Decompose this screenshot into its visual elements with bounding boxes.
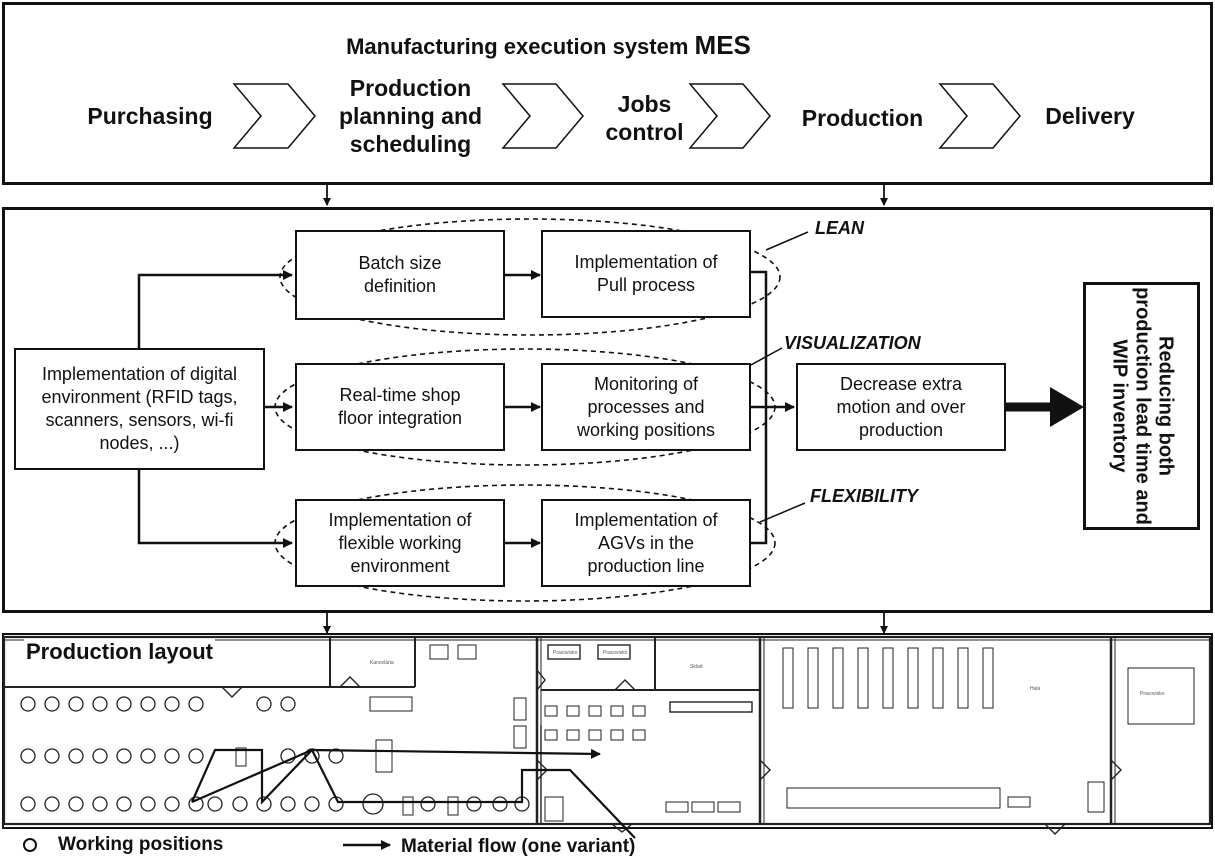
material-flow-path-2 xyxy=(191,748,601,804)
working-positions xyxy=(20,696,530,815)
stage-purchasing: Purchasing xyxy=(87,103,213,129)
working-position xyxy=(232,796,248,812)
flexible-env-box: Implementation of flexible working envir… xyxy=(295,499,505,587)
svg-text:Pracovisko: Pracovisko xyxy=(1140,691,1165,697)
working-position xyxy=(116,748,132,764)
stage-production: Production xyxy=(801,105,924,131)
result-box: Reducing both production lead time and W… xyxy=(1083,282,1200,530)
working-position xyxy=(68,748,84,764)
flexibility-label: FLEXIBILITY xyxy=(810,486,918,506)
stage-planning: Production planning and scheduling xyxy=(338,75,483,157)
flexibility-leader xyxy=(759,502,806,523)
realtime-box: Real-time shop floor integration xyxy=(295,363,505,451)
pull-process-box: Implementation of Pull process xyxy=(541,230,751,318)
chevron-2 xyxy=(501,83,584,149)
working-position xyxy=(44,796,60,812)
working-position xyxy=(362,793,384,815)
batch-size-box: Batch size definition xyxy=(295,230,505,320)
svg-text:Kancelária: Kancelária xyxy=(370,660,394,666)
working-position xyxy=(492,796,508,812)
working-position xyxy=(92,748,108,764)
floor-plan: Pracovisko Pracovisko Pracovisko Hala Ka… xyxy=(2,635,1212,835)
monitoring-box: Monitoring of processes and working posi… xyxy=(541,363,751,451)
arrow-env-to-flexible xyxy=(137,470,293,548)
working-position xyxy=(20,696,36,712)
working-position xyxy=(44,748,60,764)
working-position xyxy=(164,748,180,764)
legend-circle-icon xyxy=(23,838,37,852)
chevron-3 xyxy=(688,83,771,149)
agv-box: Implementation of AGVs in the production… xyxy=(541,499,751,587)
working-position xyxy=(116,796,132,812)
svg-text:Hala: Hala xyxy=(1030,686,1041,692)
chevron-1 xyxy=(232,83,316,149)
working-position xyxy=(420,796,436,812)
lean-ellipse xyxy=(279,218,781,336)
working-position xyxy=(328,748,344,764)
working-position xyxy=(280,796,296,812)
working-position xyxy=(92,796,108,812)
working-position xyxy=(466,796,482,812)
lean-label: LEAN xyxy=(815,218,864,238)
svg-text:Pracovisko: Pracovisko xyxy=(603,650,628,656)
working-position xyxy=(188,748,204,764)
arrow-env-to-batch xyxy=(137,270,293,348)
stage-delivery: Delivery xyxy=(1045,103,1135,129)
working-position xyxy=(256,696,272,712)
mes-frame xyxy=(2,2,1213,185)
working-position xyxy=(304,796,320,812)
working-position xyxy=(68,696,84,712)
working-position xyxy=(116,696,132,712)
chevron-4 xyxy=(938,83,1021,149)
working-position xyxy=(92,696,108,712)
working-position xyxy=(140,696,156,712)
decrease-box: Decrease extra motion and over productio… xyxy=(796,363,1006,451)
working-position xyxy=(20,796,36,812)
working-position xyxy=(164,696,180,712)
svg-text:Sklad: Sklad xyxy=(690,664,703,670)
mes-title: Manufacturing execution system MES xyxy=(346,30,751,60)
digital-environment-box: Implementation of digital environment (R… xyxy=(14,348,265,470)
visualization-label: VISUALIZATION xyxy=(784,333,921,353)
legend-working-positions: Working positions xyxy=(58,834,224,855)
working-position xyxy=(207,796,223,812)
production-layout-frame xyxy=(2,633,1213,829)
working-position xyxy=(140,748,156,764)
working-position xyxy=(280,696,296,712)
working-position xyxy=(188,696,204,712)
working-position xyxy=(68,796,84,812)
chevron-arrows xyxy=(232,83,1021,149)
working-position xyxy=(20,748,36,764)
svg-text:Pracovisko: Pracovisko xyxy=(553,650,578,656)
result-text: Reducing both production lead time and W… xyxy=(1108,287,1176,525)
legend-material-flow: Material flow (one variant) xyxy=(401,836,636,857)
working-position xyxy=(256,796,272,812)
working-position xyxy=(44,696,60,712)
material-flow-path xyxy=(190,748,636,839)
stage-jobs-control: Jobs control xyxy=(605,91,684,145)
production-layout-title: Production layout xyxy=(24,639,215,665)
working-position xyxy=(140,796,156,812)
working-position xyxy=(164,796,180,812)
lean-leader xyxy=(765,231,809,251)
arrowhead-result xyxy=(1050,387,1084,427)
